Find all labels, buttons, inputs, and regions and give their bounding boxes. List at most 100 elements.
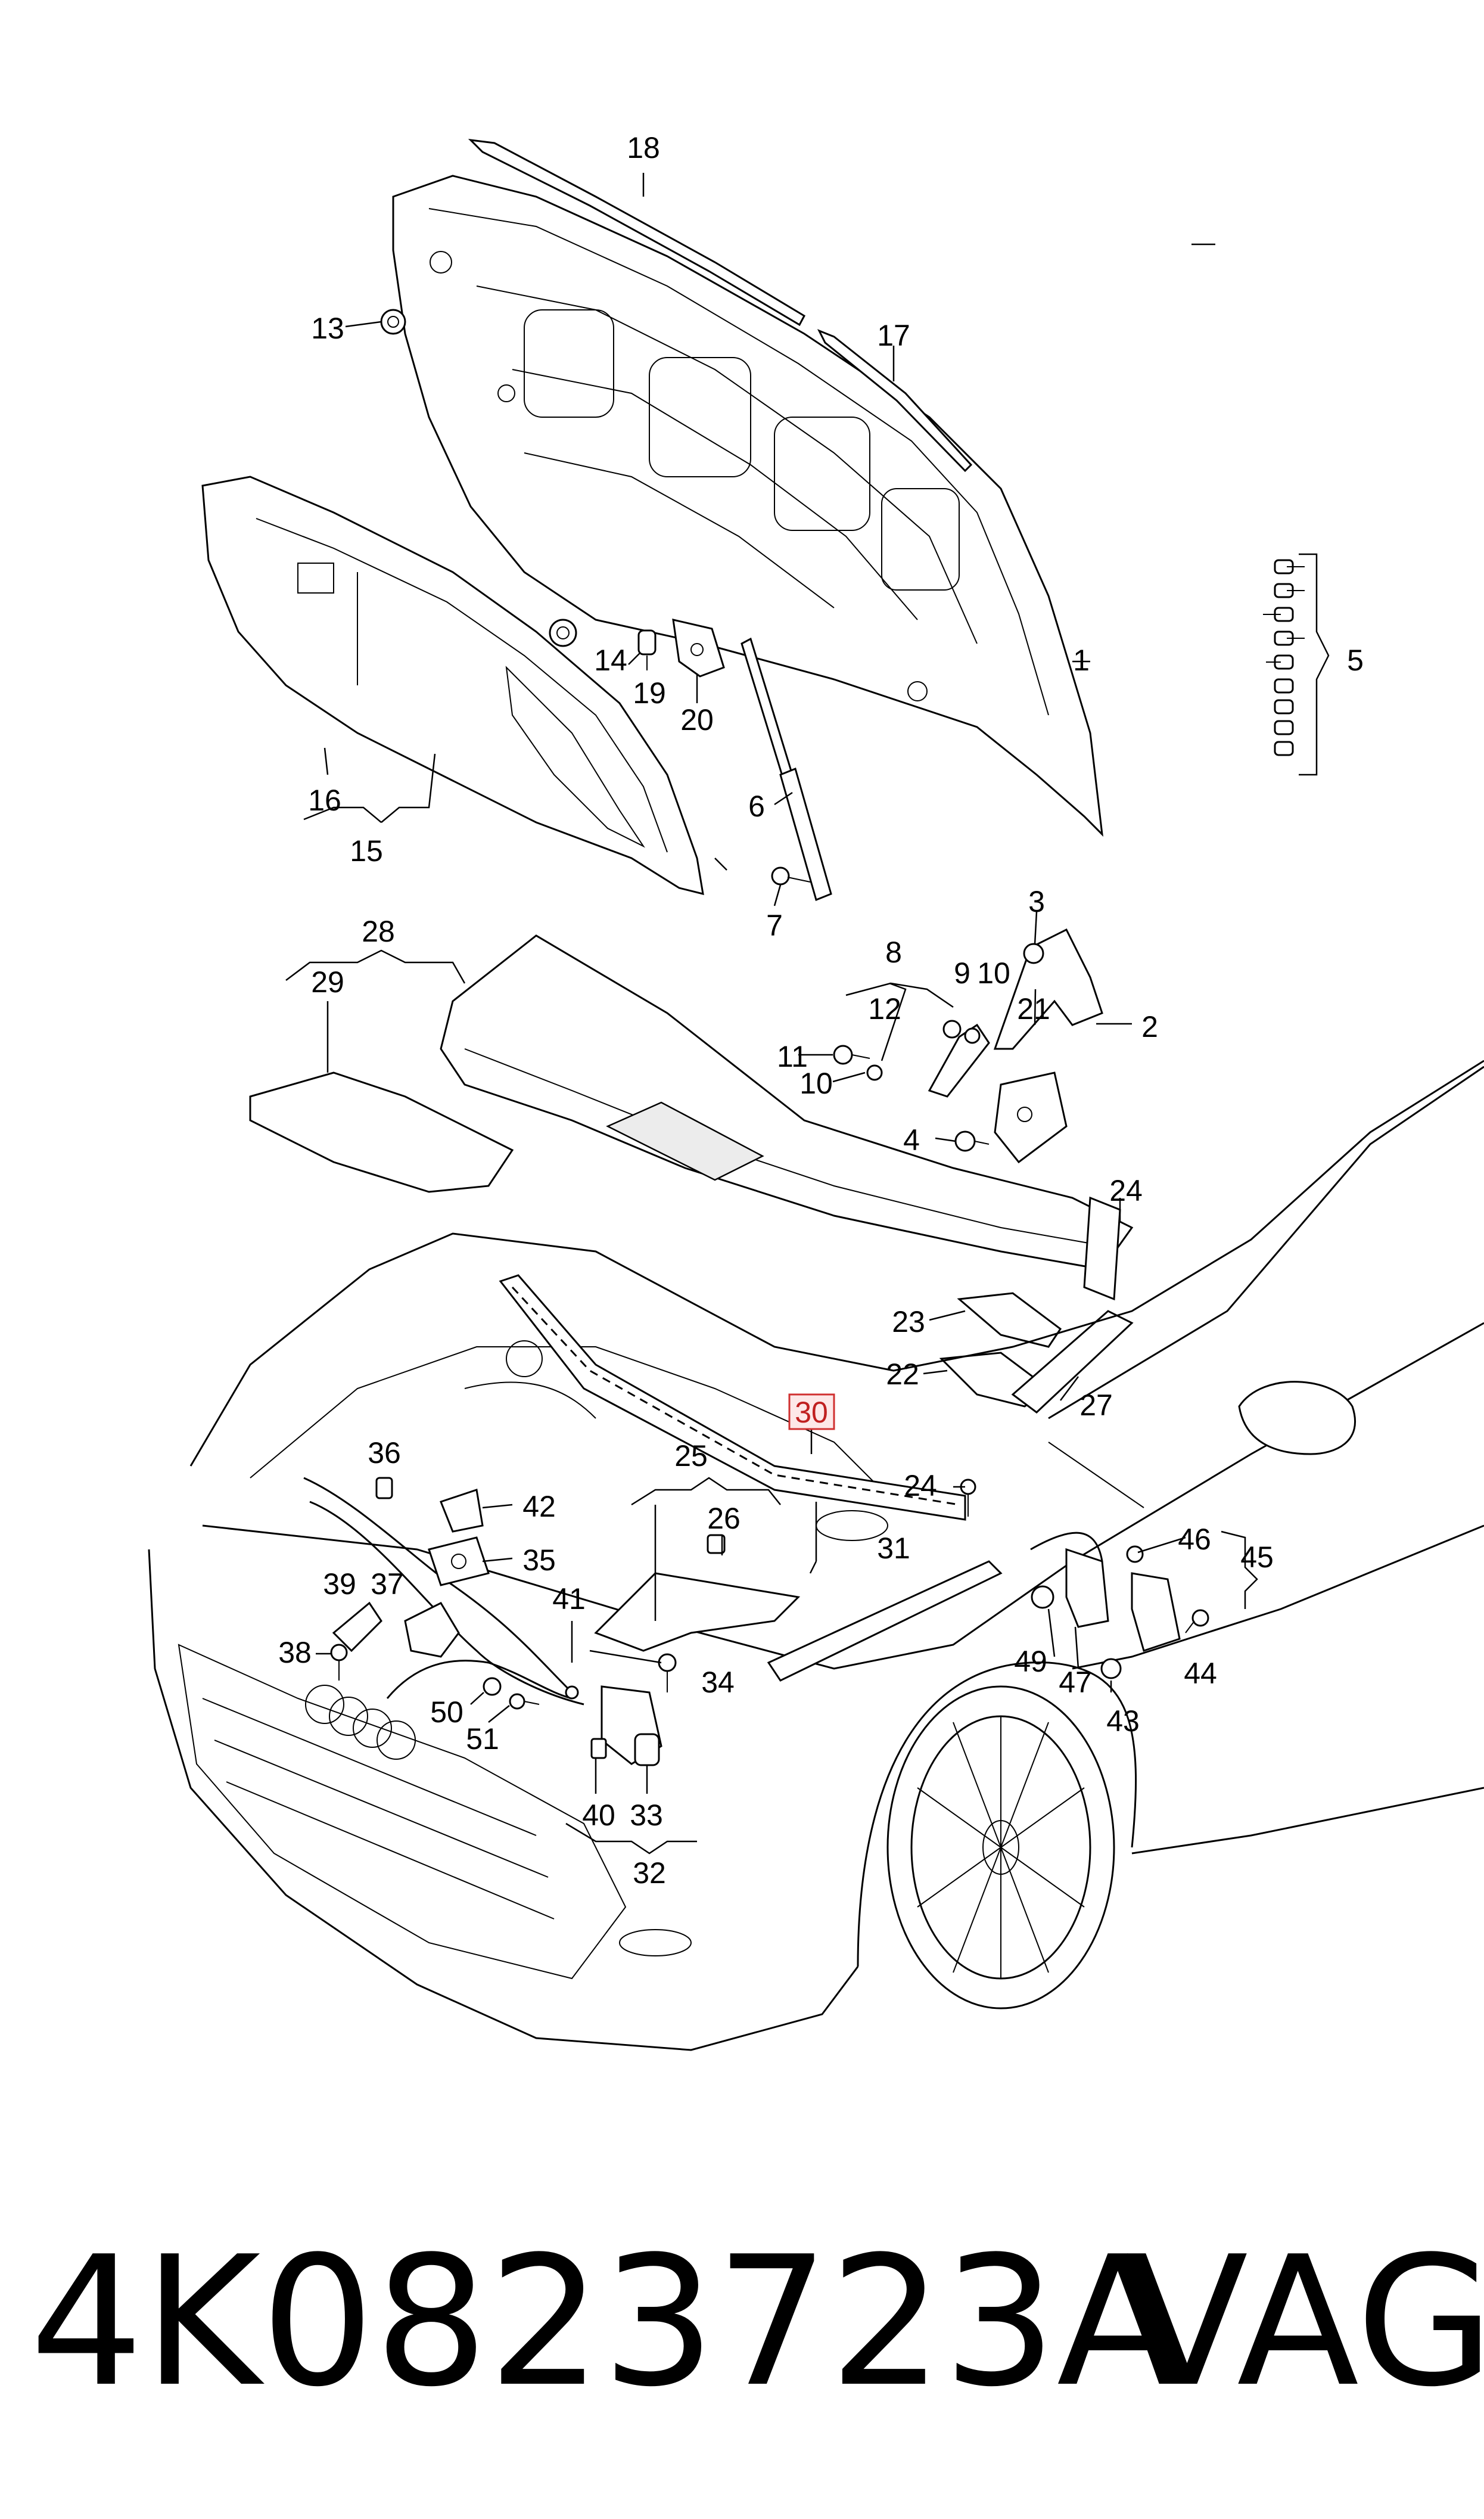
part-36-clip: [375, 1477, 393, 1499]
part-28-plenum-panel: [440, 934, 1134, 1271]
callout-50: 50: [430, 1695, 463, 1729]
callout-16: 16: [308, 784, 341, 817]
callout-47: 47: [1059, 1666, 1092, 1699]
callout-29: 29: [311, 965, 344, 999]
part-46-screw: [1126, 1545, 1144, 1563]
hood-panel: [392, 175, 1103, 837]
part-35-lock: [428, 1536, 490, 1586]
callout-9: 9: [954, 956, 970, 990]
part-5-bolt-set: [1263, 559, 1305, 756]
callout-31: 31: [877, 1532, 910, 1565]
part-11-bolt: [833, 1045, 870, 1065]
callout-6: 6: [748, 790, 765, 823]
callout-10b: 10: [799, 1067, 833, 1100]
audi-rings-logo: [305, 1685, 416, 1760]
callout-34: 34: [701, 1666, 735, 1699]
part-45-latch: [1131, 1572, 1181, 1652]
callout-8: 8: [885, 936, 902, 969]
callout-44: 44: [1184, 1657, 1217, 1690]
brand-text: VAG: [1126, 2218, 1484, 2426]
insulation-mat: [201, 476, 704, 896]
part-41-cable: [565, 1685, 579, 1700]
bowden-cable: [303, 1477, 1103, 1706]
part-49-grommet: [1031, 1585, 1054, 1609]
part-39-handle: [332, 1601, 382, 1653]
part-24-bracket: [1083, 1196, 1121, 1301]
callout-14: 14: [594, 644, 627, 677]
car-body: [148, 1060, 1484, 2051]
callout-37: 37: [371, 1567, 404, 1601]
part-10b-washer: [866, 1064, 883, 1081]
callout-23: 23: [892, 1305, 925, 1338]
part-33-sensor: [634, 1733, 660, 1766]
callout-24b: 24: [904, 1469, 937, 1502]
callout-30-highlight[interactable]: 30: [788, 1393, 835, 1430]
part-14-buffer: [549, 619, 577, 647]
part-37-lock-body: [404, 1602, 460, 1658]
part-29-mat: [249, 1071, 514, 1193]
part-9-washer: [942, 1020, 962, 1039]
callout-38: 38: [278, 1636, 312, 1669]
callout-35: 35: [522, 1543, 556, 1577]
side-mirror: [1238, 1381, 1357, 1455]
callout-19: 19: [633, 676, 666, 710]
callout-15: 15: [350, 834, 383, 868]
callout-33: 33: [630, 1799, 663, 1832]
seal-strip-18: [468, 138, 805, 327]
callout-10a: 10: [977, 956, 1010, 990]
callout-12: 12: [868, 992, 901, 1026]
callout-32: 32: [633, 1856, 666, 1890]
callout-13: 13: [311, 312, 344, 345]
callout-26: 26: [707, 1502, 741, 1535]
callout-20: 20: [680, 703, 714, 737]
callout-40: 40: [582, 1799, 615, 1832]
part-4-bolt: [954, 1130, 990, 1152]
callout-42: 42: [522, 1490, 556, 1523]
part-43-nut: [1100, 1658, 1122, 1679]
callout-30: 30: [795, 1396, 828, 1429]
callout-39: 39: [323, 1567, 356, 1601]
callout-11: 11: [777, 1040, 808, 1073]
callout-labels: 18 17 13 5 1 14 19 20 6 16 15 7 3 8 9 10…: [278, 131, 1364, 1890]
callout-36: 36: [368, 1436, 401, 1470]
part-47-bracket: [1065, 1548, 1109, 1628]
callout-45: 45: [1240, 1540, 1274, 1574]
part-40-clip: [590, 1738, 607, 1759]
part-44-bolt: [1185, 1609, 1209, 1633]
callout-7: 7: [766, 909, 783, 942]
callout-3: 3: [1028, 885, 1045, 918]
seal-strip-17: [817, 329, 973, 473]
callout-25: 25: [674, 1439, 708, 1473]
callout-41: 41: [552, 1582, 586, 1616]
part-31-trim-strip: [767, 1560, 1003, 1682]
callout-5: 5: [1347, 644, 1364, 677]
leader-lines: [285, 173, 1330, 1855]
part-number-text: 4K0823723A: [30, 2218, 1180, 2426]
callout-49: 49: [1014, 1645, 1047, 1678]
callout-28: 28: [362, 915, 395, 948]
callout-51: 51: [466, 1722, 499, 1756]
part-20-lock-striker: [672, 619, 725, 678]
callout-27: 27: [1079, 1389, 1113, 1422]
front-wheel: [886, 1685, 1115, 2009]
part-19-bolt: [637, 629, 657, 670]
part-23-cover: [957, 1292, 1062, 1348]
part-24-screw: [960, 1479, 976, 1517]
callout-21: 21: [1017, 992, 1050, 1026]
callout-46: 46: [1178, 1523, 1211, 1556]
callout-1: 1: [1073, 644, 1090, 677]
part-3-nut: [1023, 943, 1044, 964]
part-50-washer: [483, 1677, 502, 1696]
part-27-seal: [1011, 1310, 1134, 1414]
part-13-grommet: [380, 309, 406, 335]
part-38-screw: [330, 1644, 348, 1681]
part-6-gas-strut: [741, 637, 832, 902]
callout-17: 17: [877, 319, 910, 352]
part-25-bracket: [594, 1572, 801, 1652]
callout-18: 18: [627, 131, 660, 164]
part-51-screw: [509, 1693, 540, 1710]
part-26-clip: [707, 1534, 726, 1554]
callout-24a: 24: [1109, 1174, 1143, 1207]
callout-4: 4: [903, 1123, 920, 1157]
